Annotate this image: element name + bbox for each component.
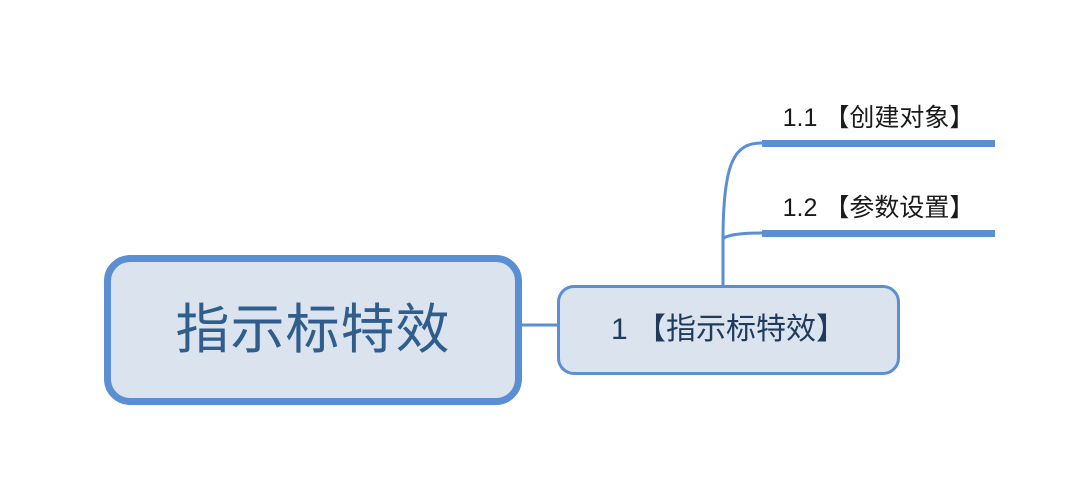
mindmap-leaf-node-1-1-underline	[762, 140, 995, 147]
mindmap-leaf-node-1-1[interactable]: 1.1 【创建对象】	[762, 106, 995, 147]
mindmap-leaf-node-1-2[interactable]: 1.2 【参数设置】	[762, 196, 995, 237]
mindmap-branch-node-1[interactable]: 1 【指示标特效】	[557, 285, 900, 375]
mindmap-root-node[interactable]: 指示标特效	[104, 255, 522, 405]
connector-branch-to-leaf-2	[721, 231, 763, 241]
mindmap-branch-node-1-label: 1 【指示标特效】	[610, 313, 847, 346]
mindmap-leaf-node-1-2-underline	[762, 230, 995, 237]
connector-branch-to-leaf-1	[721, 141, 763, 241]
mindmap-leaf-node-1-2-label: 1.2 【参数设置】	[782, 194, 975, 222]
mindmap-leaf-node-1-1-label: 1.1 【创建对象】	[782, 104, 975, 132]
mindmap-root-node-label: 指示标特效	[175, 300, 451, 360]
